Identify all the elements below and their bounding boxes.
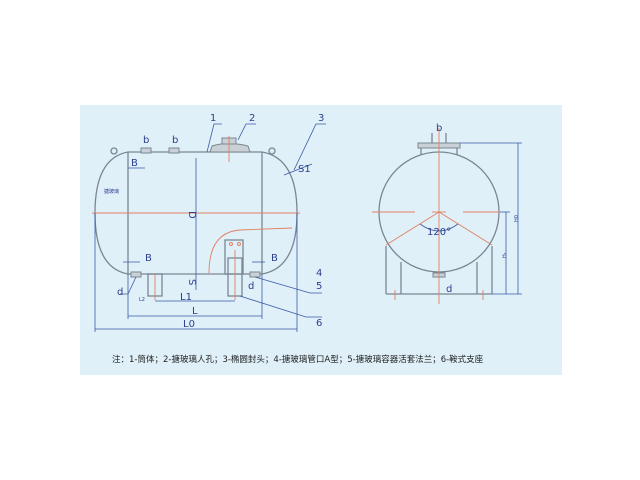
label-B-left: B: [145, 253, 152, 264]
label-L0: L0: [183, 319, 195, 330]
label-B-right: B: [271, 253, 278, 264]
label-S1: S1: [298, 164, 311, 175]
label-S: S: [186, 279, 197, 285]
callout-3: 3: [318, 113, 324, 124]
label-D: D: [186, 211, 197, 219]
callout-2: 2: [249, 113, 255, 124]
label-d-left: d: [117, 287, 123, 298]
label-L2: L2: [139, 297, 145, 303]
lifting-lug-left: [110, 147, 118, 155]
callout-6: 6: [316, 318, 322, 329]
label-angle: 120°: [427, 227, 451, 238]
saddle-plate: [224, 239, 244, 275]
lifting-lug-right: [268, 147, 276, 155]
manway: [209, 143, 251, 153]
nozzle-b1: [140, 147, 152, 154]
label-b2: b: [172, 135, 178, 146]
nozzle-d-left: [130, 271, 142, 278]
nozzle-d-right: [249, 271, 261, 278]
label-d-right: d: [248, 281, 254, 292]
label-H1: H₁: [502, 252, 508, 258]
label-b1: b: [143, 135, 149, 146]
side-view: 1 2 3 4 5 6 b b B S1 D S B B d d L2 L1 L…: [92, 113, 326, 332]
label-H0: H0: [514, 215, 520, 222]
callout-4: 4: [316, 268, 322, 279]
label-B-top: B: [131, 158, 138, 169]
drawing-panel: [80, 105, 562, 375]
label-weld: 搪玻璃: [104, 188, 119, 195]
label-d: d: [446, 284, 452, 295]
callout-1: 1: [210, 113, 216, 124]
legend-note: 注：1-筒体；2-搪玻璃人孔；3-椭圆封头；4-搪玻璃管口A型；5-搪玻璃容器活…: [112, 355, 484, 365]
label-L1: L1: [180, 292, 192, 303]
label-L: L: [192, 306, 198, 317]
callout-5: 5: [316, 281, 322, 292]
nozzle-b2: [168, 147, 180, 154]
angle-arc: [419, 223, 459, 232]
end-view: b 120° H0 H₁ d: [372, 123, 522, 304]
label-b: b: [436, 123, 442, 134]
